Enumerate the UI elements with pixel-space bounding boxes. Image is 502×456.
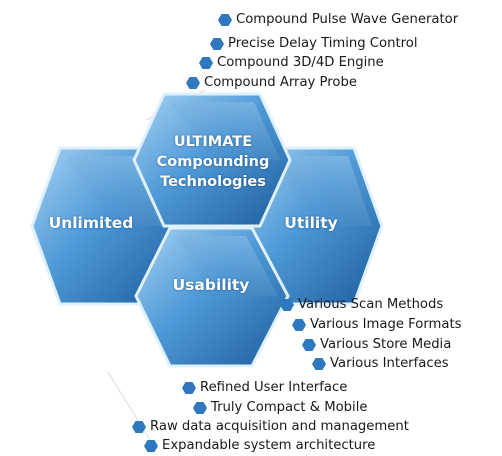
feature-label: Refined User Interface [200,380,348,395]
feature-item: Refined User Interface [182,380,347,395]
hexagon-bullet-icon [186,76,200,89]
feature-item: Various Interfaces [312,356,449,371]
hexagon-bullet-icon [292,318,306,331]
hexagon-bullet-icon [144,439,158,452]
feature-item: Compound Array Probe [186,75,357,90]
feature-item: Various Scan Methods [280,297,443,312]
hexagon-top [132,92,292,228]
feature-label: Various Scan Methods [298,297,444,312]
feature-label: Compound Pulse Wave Generator [236,12,459,27]
feature-label: Truly Compact & Mobile [211,400,368,415]
hexagon-top-line3: Technologies [160,174,266,190]
hexagon-right-label: Utility [284,214,338,232]
hexagon-bullet-icon [210,37,224,50]
hexagon-bullet-icon [302,338,316,351]
hexagon-bottom [134,226,290,368]
feature-label: Various Image Formats [310,317,462,332]
feature-item: Precise Delay Timing Control [210,36,417,51]
feature-item: Various Store Media [302,337,451,352]
feature-item: Expandable system architecture [144,438,375,453]
hexagon-top-line2: Compounding [156,154,270,170]
feature-item: Compound 3D/4D Engine [199,55,384,70]
feature-label: Compound 3D/4D Engine [217,55,384,70]
feature-label: Expandable system architecture [162,438,376,453]
feature-item: Raw data acquisition and management [132,419,409,434]
hexagon-bullet-icon [132,420,146,433]
feature-label: Compound Array Probe [204,75,357,90]
feature-label: Raw data acquisition and management [150,419,409,434]
hexagon-bullet-icon [199,56,213,69]
hexagon-top-title: ULTIMATE Compounding Technologies [140,132,286,192]
hexagon-top-line1: ULTIMATE [173,134,253,150]
feature-item: Various Image Formats [292,317,462,332]
feature-item: Truly Compact & Mobile [193,400,367,415]
feature-label: Various Store Media [320,337,452,352]
feature-item: Compound Pulse Wave Generator [218,12,458,27]
hexagon-bullet-icon [312,357,326,370]
feature-label: Precise Delay Timing Control [228,36,418,51]
hexagon-bullet-icon [280,298,294,311]
hexagon-left-label: Unlimited [48,214,134,232]
hexagon-bullet-icon [193,401,207,414]
feature-label: Various Interfaces [330,356,449,371]
hexagon-bullet-icon [218,13,232,26]
hexagon-bottom-label: Usability [172,276,250,294]
hexagon-bullet-icon [182,381,196,394]
